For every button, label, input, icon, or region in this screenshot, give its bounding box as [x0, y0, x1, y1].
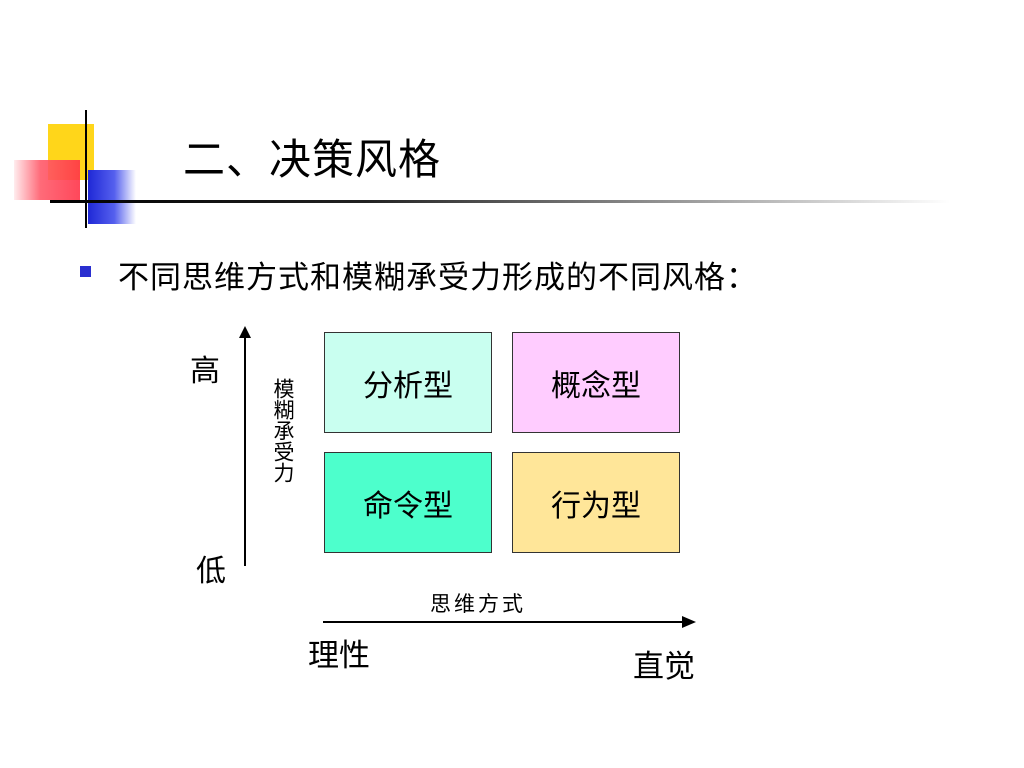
bullet-icon	[80, 266, 91, 277]
quadrant-directive: 命令型	[324, 452, 492, 553]
y-axis-arrowhead	[239, 326, 251, 338]
x-axis-line	[323, 621, 683, 623]
logo-vertical-line	[85, 110, 87, 228]
quadrant-analytic: 分析型	[324, 332, 492, 433]
y-axis-line	[244, 336, 246, 566]
quadrant-behavioral: 行为型	[512, 452, 680, 553]
y-axis-high-label: 高	[190, 354, 220, 389]
bullet-text: 不同思维方式和模糊承受力形成的不同风格：	[118, 260, 758, 296]
y-axis-title: 模糊承受力	[271, 378, 295, 483]
y-axis-low-label: 低	[196, 554, 226, 589]
x-axis-arrowhead	[682, 616, 696, 628]
logo-red-square	[14, 160, 80, 200]
title-underline	[50, 200, 950, 203]
quadrant-conceptual: 概念型	[512, 332, 680, 433]
x-axis-left-label: 理性	[308, 638, 370, 674]
x-axis-right-label: 直觉	[633, 649, 695, 685]
x-axis-title: 思维方式	[430, 592, 526, 616]
page-title: 二、决策风格	[183, 135, 442, 184]
logo-blue-square	[88, 170, 136, 224]
